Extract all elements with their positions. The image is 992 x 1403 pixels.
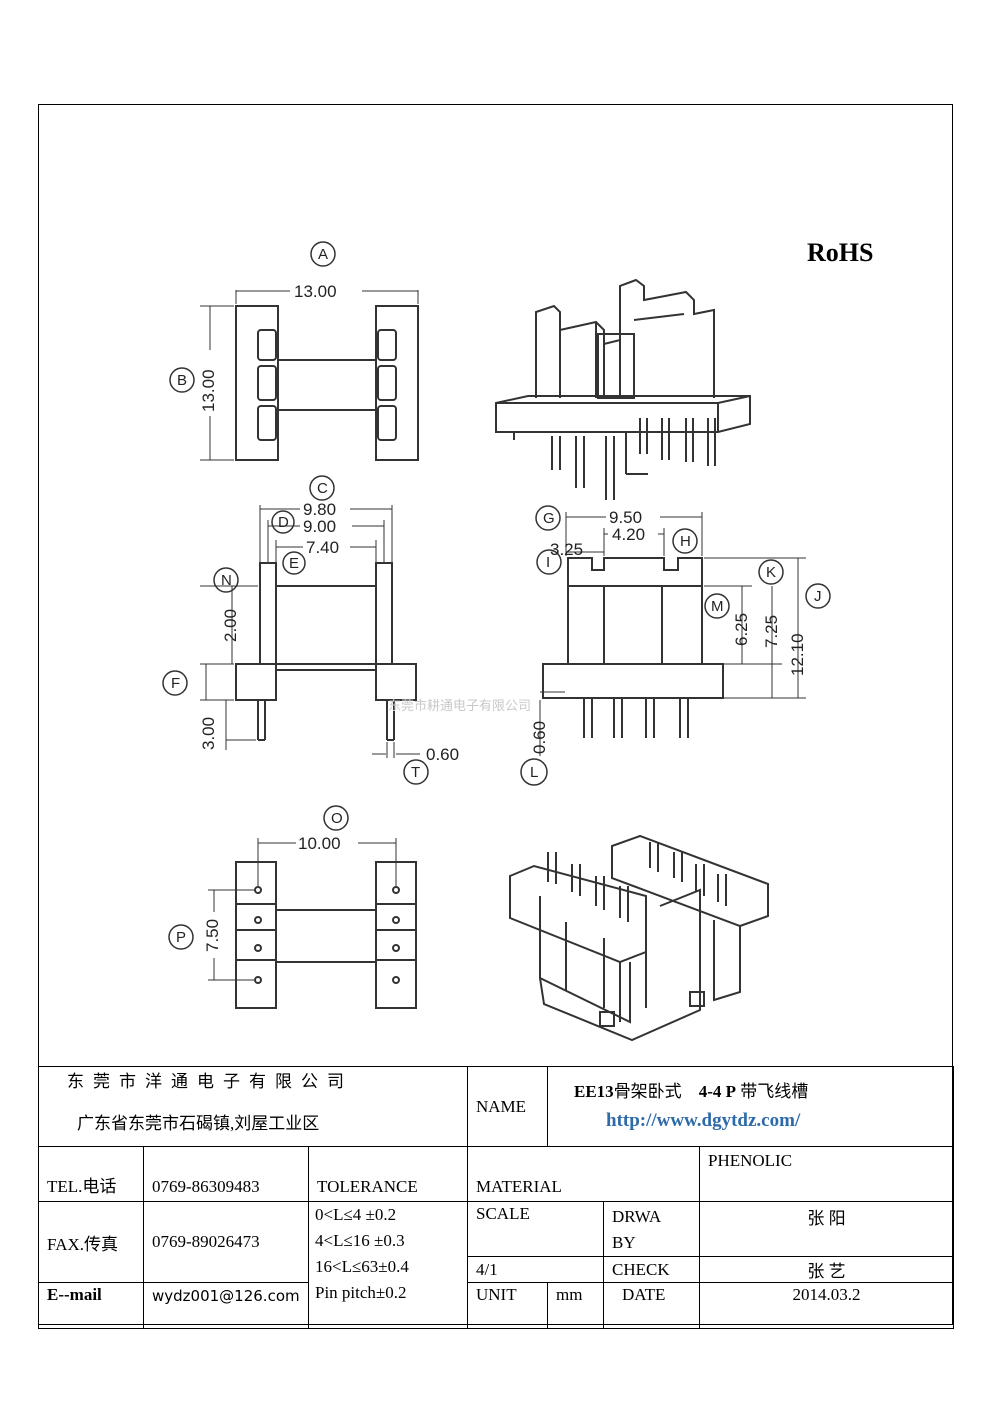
label-E: E: [289, 555, 299, 572]
email-value[interactable]: wydz001@126.com: [143, 1282, 309, 1329]
dim-L-value: 0.60: [530, 721, 549, 754]
tel-label: TEL.电话: [38, 1146, 144, 1202]
dim-E-value: 7.40: [306, 538, 339, 557]
drawn-by-value: 张 阳: [699, 1201, 954, 1257]
dim-I-value: 3.25: [550, 540, 583, 559]
side-view: [520, 505, 831, 786]
label-B: B: [177, 372, 187, 389]
label-O: O: [331, 810, 343, 827]
part-name-series: EE13: [574, 1081, 614, 1101]
tolerance-label: TOLERANCE: [308, 1146, 468, 1202]
website-link[interactable]: http://www.dgytdz.com/: [606, 1109, 801, 1131]
tolerance-line: 0<L≤4 ±0.2: [315, 1205, 397, 1224]
part-name-desc-1: 骨架卧式: [613, 1081, 682, 1101]
label-C: C: [317, 480, 328, 497]
label-A: A: [318, 246, 328, 263]
scale-label: SCALE: [467, 1201, 604, 1257]
tolerance-line: 4<L≤16 ±0.3: [315, 1231, 405, 1250]
dim-F-value: 3.00: [199, 717, 218, 750]
label-T: T: [411, 764, 420, 781]
label-N: N: [221, 572, 232, 589]
company-cell: 东莞市洋通电子有限公司 广东省东莞市石碣镇,刘屋工业区: [38, 1066, 468, 1147]
top-view: [169, 241, 419, 461]
drawn-by-label-2: BY: [612, 1233, 636, 1252]
dim-T-value: 0.60: [426, 745, 459, 764]
tolerance-values: 0<L≤4 ±0.2 4<L≤16 ±0.3 16<L≤63±0.4 Pin p…: [308, 1201, 468, 1329]
dim-P-value: 7.50: [203, 919, 222, 952]
label-K: K: [766, 564, 776, 581]
drawn-by-label: DRWA BY: [603, 1201, 700, 1257]
material-label: MATERIAL: [467, 1146, 700, 1202]
label-M: M: [711, 598, 724, 615]
company-address: 广东省东莞市石碣镇,刘屋工业区: [77, 1114, 320, 1133]
dim-B-value: 13.00: [199, 369, 218, 412]
iso-view-bottom: [509, 834, 769, 1042]
dim-J-value: 12.10: [788, 633, 807, 676]
check-value: 张 艺: [699, 1256, 954, 1283]
email-label: E--mail: [38, 1282, 144, 1329]
unit-label: UNIT: [467, 1282, 548, 1329]
tolerance-line: Pin pitch±0.2: [315, 1283, 407, 1302]
part-name-pins: 4-4 P: [698, 1081, 736, 1101]
fax-label: FAX.传真: [38, 1201, 144, 1283]
company-name: 东莞市洋通电子有限公司: [67, 1072, 353, 1091]
dim-K-value: 7.25: [762, 615, 781, 648]
rohs-mark: RoHS: [807, 238, 874, 267]
watermark: 东莞市耕通电子有限公司: [388, 698, 531, 714]
technical-drawing: 13.00 13.00 9.80 9.00 7.40 2.00 3.00 0.6…: [162, 241, 831, 1042]
name-cell: EE13骨架卧式 4-4 P 带飞线槽 http://www.dgytdz.co…: [547, 1066, 954, 1147]
title-block: 东莞市洋通电子有限公司 广东省东莞市石碣镇,刘屋工业区 NAME EE13骨架卧…: [38, 1066, 954, 1329]
label-F: F: [171, 675, 180, 692]
material-value: PHENOLIC: [699, 1146, 954, 1202]
label-J: J: [814, 588, 822, 605]
label-P: P: [176, 929, 186, 946]
front-view: [162, 475, 429, 785]
label-G: G: [543, 510, 555, 527]
dim-O-value: 10.00: [298, 834, 341, 853]
bottom-view: [168, 805, 417, 1009]
tolerance-line: 16<L≤63±0.4: [315, 1257, 409, 1276]
fax-value: 0769-89026473: [143, 1201, 309, 1283]
part-name-desc-2: 带飞线槽: [740, 1081, 809, 1101]
dim-G-value: 9.50: [609, 508, 642, 527]
dim-H-value: 4.20: [612, 525, 645, 544]
iso-view-top: [495, 278, 751, 500]
check-label: CHECK: [603, 1256, 700, 1283]
label-I: I: [546, 554, 550, 571]
dim-C-value: 9.80: [303, 500, 336, 519]
label-L: L: [530, 764, 538, 781]
label-D: D: [278, 514, 289, 531]
unit-value: mm: [547, 1282, 604, 1329]
date-value: 2014.03.2: [699, 1282, 954, 1329]
date-label: DATE: [603, 1282, 700, 1329]
dim-M-value: 6.25: [732, 613, 751, 646]
tel-value: 0769-86309483: [143, 1146, 309, 1202]
drawn-by-label-1: DRWA: [612, 1207, 662, 1226]
dim-N-value: 2.00: [221, 609, 240, 642]
dim-A-value: 13.00: [294, 282, 337, 301]
scale-value: 4/1: [467, 1256, 604, 1283]
label-H: H: [680, 533, 691, 550]
dim-D-value: 9.00: [303, 517, 336, 536]
name-label: NAME: [467, 1066, 548, 1147]
